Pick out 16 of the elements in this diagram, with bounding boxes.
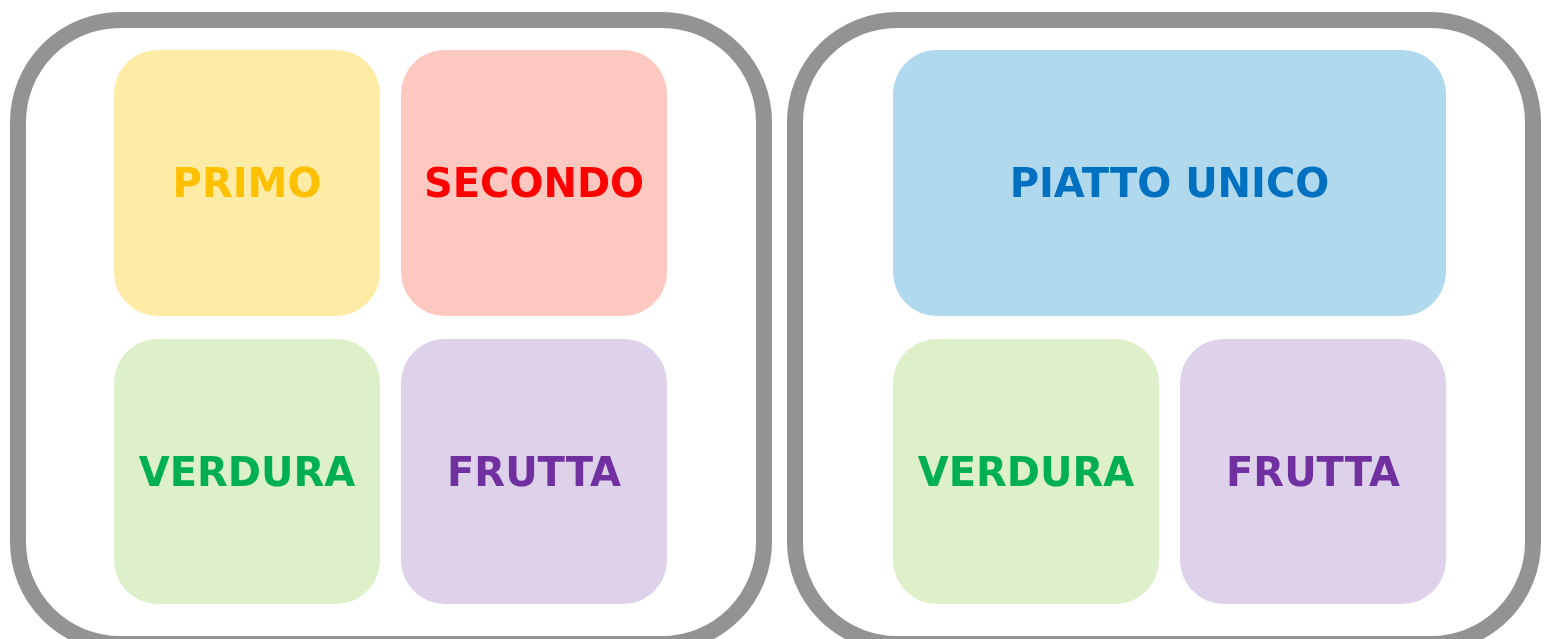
food-tile [114,339,380,604]
food-tile [1180,339,1446,604]
tile-label: PRIMO [172,160,322,206]
tile-label: FRUTTA [1226,448,1400,495]
tile-label: FRUTTA [447,448,621,495]
tile-label: PIATTO UNICO [1009,160,1330,206]
tile-label: VERDURA [917,448,1135,495]
food-tile [893,50,1446,316]
food-tile [401,339,667,604]
tile-label: SECONDO [423,160,645,206]
frame-box [10,12,772,639]
tile-label: VERDURA [138,448,356,495]
frame-box [787,12,1541,639]
food-tile [401,50,667,316]
food-tile [114,50,380,316]
food-tile [893,339,1159,604]
